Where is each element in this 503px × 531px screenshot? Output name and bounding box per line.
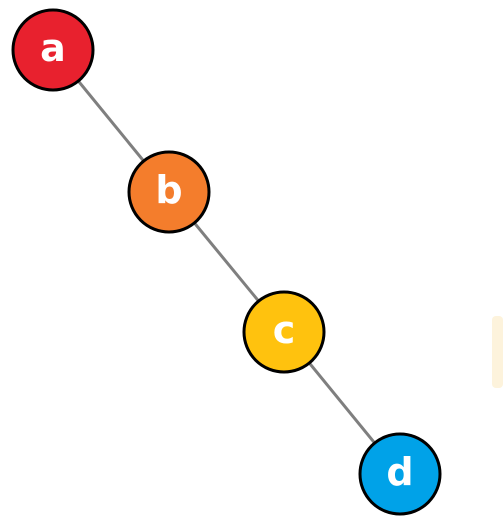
node-d-circle <box>358 432 442 516</box>
node-d-label: d <box>386 450 413 494</box>
node-c-label: c <box>273 308 296 352</box>
node-a-circle <box>11 8 95 92</box>
node-a-label: a <box>40 26 66 70</box>
node-b: b <box>127 150 211 234</box>
node-d: d <box>358 432 442 516</box>
nodes-layer: a b c d <box>11 8 442 516</box>
node-a: a <box>11 8 95 92</box>
node-c-circle <box>242 290 326 374</box>
node-b-circle <box>127 150 211 234</box>
node-b-label: b <box>155 168 182 212</box>
edges-layer <box>51 49 402 475</box>
edge-tab-fragment <box>492 316 503 388</box>
node-c: c <box>242 290 326 374</box>
